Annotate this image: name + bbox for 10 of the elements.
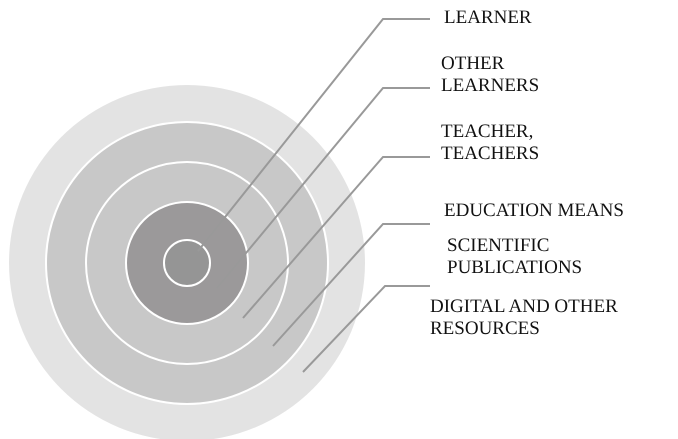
inner-ring [163, 239, 211, 287]
leader-line [242, 156, 430, 319]
ring-label: OTHER LEARNERS [441, 53, 571, 97]
ring-label: LEARNER [444, 7, 644, 29]
ring-label: DIGITAL AND OTHER RESOURCES [430, 296, 670, 340]
leader-line [302, 285, 430, 373]
leader-line [272, 223, 430, 347]
ring-label: SCIENTIFIC PUBLICATIONS [447, 235, 584, 279]
ring-label: TEACHER, TEACHERS [441, 121, 571, 165]
ring-label: EDUCATION MEANS [444, 200, 674, 222]
